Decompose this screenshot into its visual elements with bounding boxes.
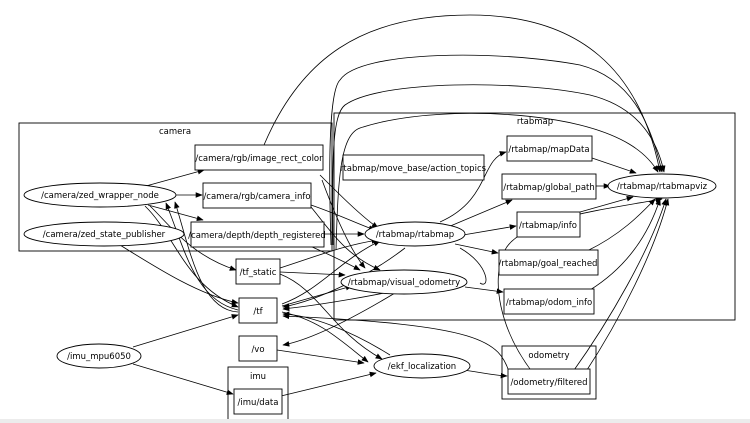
edge-tf-to-zed-2 bbox=[174, 201, 239, 313]
svg-text:/imu_mpu6050: /imu_mpu6050 bbox=[67, 352, 131, 362]
svg-text:/camera/zed_wrapper_node: /camera/zed_wrapper_node bbox=[41, 191, 159, 201]
edge-image-rect-to-vo bbox=[321, 179, 366, 269]
svg-text:/rtabmap/info: /rtabmap/info bbox=[519, 221, 577, 231]
edge-vo-to-vo-topic bbox=[282, 292, 396, 347]
svg-text:/rtabmap/global_path: /rtabmap/global_path bbox=[503, 183, 595, 193]
edge-odom-filtered-to-viz-3 bbox=[584, 198, 670, 374]
edge-zed-to-tf-static bbox=[149, 205, 237, 271]
topic-odom-info[interactable]: /rtabmap/odom_info bbox=[503, 288, 595, 315]
edge-rtabmap-to-info bbox=[462, 224, 517, 236]
topic-depth-registered[interactable]: /camera/depth/depth_registered bbox=[188, 221, 326, 248]
edge-tf-to-ekf bbox=[281, 311, 369, 363]
svg-text:/camera/rgb/camera_info: /camera/rgb/camera_info bbox=[203, 192, 310, 202]
edge-tf-to-zed-1 bbox=[165, 202, 239, 311]
edge-info-to-viz bbox=[579, 196, 634, 213]
svg-text:/camera/zed_state_publisher: /camera/zed_state_publisher bbox=[43, 230, 166, 240]
topic-global-path[interactable]: /rtabmap/global_path bbox=[501, 173, 597, 200]
edges bbox=[119, 14, 670, 397]
svg-text:/rtabmap/rtabmap: /rtabmap/rtabmap bbox=[376, 230, 454, 240]
svg-text:/rtabmap/goal_reached: /rtabmap/goal_reached bbox=[499, 259, 598, 269]
edge-rtabmap-to-global-path bbox=[447, 199, 513, 228]
edge-image-rect-to-rtabmapviz bbox=[263, 14, 662, 173]
edge-depth-to-rtabmapviz bbox=[335, 112, 659, 251]
edge-tf-static-to-rtabmapviz bbox=[329, 54, 664, 246]
edge-tf-static-to-rtabmap bbox=[279, 238, 379, 269]
edge-goal-to-viz bbox=[586, 198, 656, 252]
topic-odometry-filtered[interactable]: /odometry/filtered bbox=[507, 368, 591, 395]
edge-tf-to-rtabmap bbox=[281, 240, 381, 305]
cluster-label-rtabmap: rtabmap bbox=[517, 117, 553, 127]
svg-text:rtabmap/move_base/action_topic: rtabmap/move_base/action_topics bbox=[340, 164, 487, 174]
cluster-label-camera: camera bbox=[159, 127, 191, 137]
edge-odom-info-to-viz bbox=[589, 198, 661, 291]
node-zed-wrapper[interactable]: /camera/zed_wrapper_node bbox=[23, 182, 177, 208]
svg-text:/ekf_localization: /ekf_localization bbox=[388, 362, 456, 372]
edge-depth-to-vo bbox=[309, 245, 361, 271]
svg-text:/camera/depth/depth_registered: /camera/depth/depth_registered bbox=[188, 231, 326, 241]
edge-tf-static-to-ekf bbox=[279, 273, 383, 360]
node-imu-mpu6050[interactable]: /imu_mpu6050 bbox=[56, 343, 142, 369]
edge-camera-info-to-vo bbox=[310, 206, 381, 271]
svg-text:/vo: /vo bbox=[251, 345, 264, 355]
topic-vo[interactable]: /vo bbox=[238, 335, 278, 362]
topic-mapdata[interactable]: /rtabmap/mapData bbox=[506, 135, 593, 162]
edge-ekf-to-tf bbox=[282, 311, 391, 356]
edge-tf-to-vo bbox=[281, 285, 353, 307]
cluster-rtabmap: rtabmap bbox=[333, 112, 736, 321]
node-rtabmapviz[interactable]: /rtabmap/rtabmapviz bbox=[607, 173, 717, 199]
svg-text:/rtabmap/rtabmapviz: /rtabmap/rtabmapviz bbox=[617, 182, 708, 192]
cluster-odometry: odometry bbox=[501, 345, 597, 400]
edge-rtabmap-to-goal bbox=[454, 243, 499, 255]
svg-text:/imu/data: /imu/data bbox=[238, 398, 279, 408]
topic-image-rect-color[interactable]: /camera/rgb/image_rect_color bbox=[194, 144, 324, 171]
edge-rtabmap-to-vo-loop bbox=[459, 247, 487, 285]
edge-ekf-to-odom-filtered bbox=[462, 369, 508, 379]
bottom-scrollbar-strip bbox=[0, 419, 750, 423]
svg-text:/rtabmap/mapData: /rtabmap/mapData bbox=[508, 145, 589, 155]
edge-tf-static-to-vo bbox=[279, 271, 346, 278]
svg-text:/odometry/filtered: /odometry/filtered bbox=[510, 378, 587, 388]
svg-text:/rtabmap/visual_odometry: /rtabmap/visual_odometry bbox=[348, 278, 460, 288]
svg-text:/tf: /tf bbox=[253, 307, 263, 317]
edge-imu-data-to-ekf bbox=[280, 371, 377, 397]
topic-info[interactable]: /rtabmap/info bbox=[516, 211, 581, 238]
topic-camera-info[interactable]: /camera/rgb/camera_info bbox=[202, 182, 312, 209]
node-ekf-localization[interactable]: /ekf_localization bbox=[373, 353, 471, 379]
node-zed-state-publisher[interactable]: /camera/zed_state_publisher bbox=[23, 221, 185, 247]
topic-tf[interactable]: /tf bbox=[238, 297, 278, 324]
svg-text:/camera/rgb/image_rect_color: /camera/rgb/image_rect_color bbox=[195, 154, 323, 164]
edge-zed-to-image-rect bbox=[145, 168, 205, 187]
cluster-label-imu: imu bbox=[250, 372, 266, 382]
svg-text:/tf_static: /tf_static bbox=[240, 268, 277, 278]
edge-odom-filtered-to-tf bbox=[282, 313, 511, 376]
edge-zed-state-to-tf bbox=[119, 244, 239, 305]
topic-goal-reached[interactable]: /rtabmap/goal_reached bbox=[499, 249, 599, 276]
node-visual-odometry[interactable]: /rtabmap/visual_odometry bbox=[340, 269, 468, 295]
edge-zed-to-depth bbox=[147, 204, 204, 222]
edge-imu-mpu-to-imu-data bbox=[132, 363, 234, 395]
topic-tf-static[interactable]: /tf_static bbox=[235, 258, 281, 285]
svg-text:/rtabmap/odom_info: /rtabmap/odom_info bbox=[506, 298, 592, 308]
edge-mapdata-to-viz bbox=[591, 157, 637, 174]
topic-imu-data[interactable]: /imu/data bbox=[233, 388, 283, 415]
edge-imu-mpu-to-tf bbox=[132, 314, 239, 348]
cluster-label-odometry: odometry bbox=[528, 351, 569, 361]
edge-image-rect-to-rtabmap bbox=[319, 174, 379, 229]
edge-tf-to-rtabmapviz bbox=[332, 84, 666, 246]
node-rtabmap[interactable]: /rtabmap/rtabmap bbox=[364, 221, 466, 247]
edge-odom-filtered-to-viz-2 bbox=[571, 198, 667, 374]
edge-rtabmap-to-mapdata bbox=[439, 151, 507, 223]
edge-vo-to-odom-info bbox=[464, 286, 504, 294]
edge-vo-topic-to-ekf bbox=[276, 349, 365, 365]
topic-action-topics[interactable]: rtabmap/move_base/action_topics bbox=[340, 154, 487, 181]
